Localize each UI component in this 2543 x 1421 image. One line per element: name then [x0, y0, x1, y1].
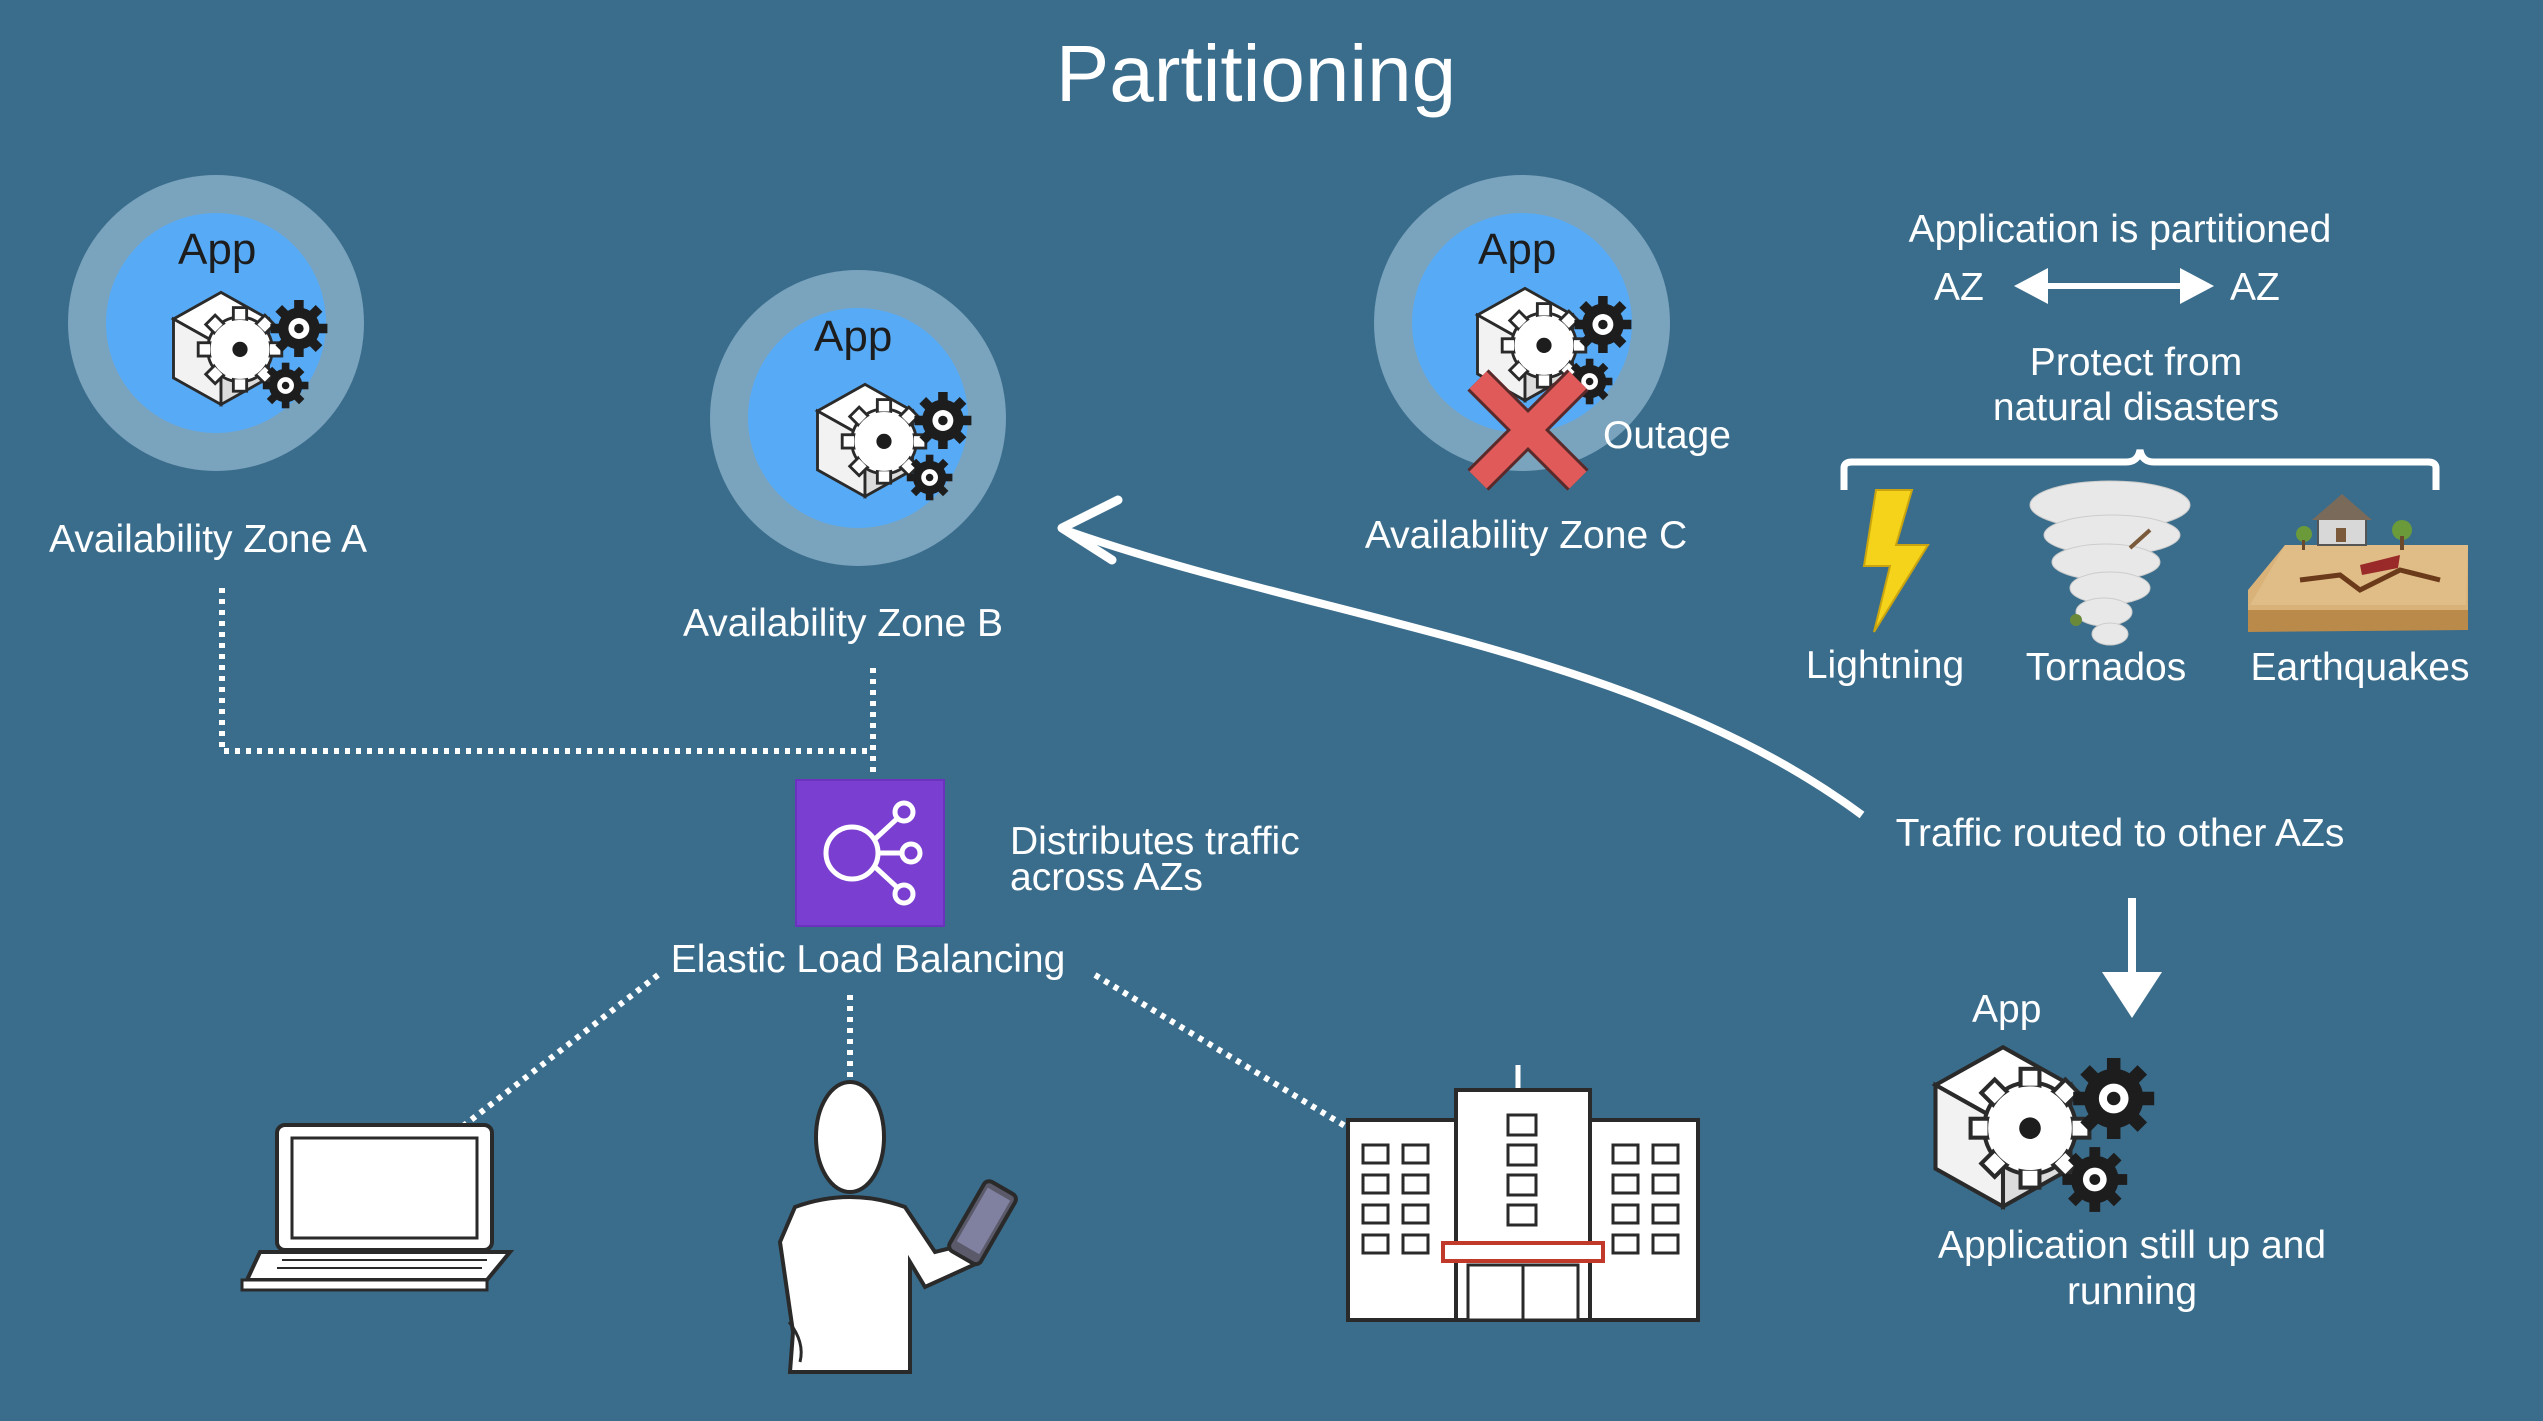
- zone-c-label: Availability Zone C: [1364, 514, 1688, 557]
- laptop-icon: [240, 1123, 515, 1292]
- result-line1: Application still up and: [1937, 1224, 2327, 1267]
- zone-connectors: [219, 588, 876, 778]
- zone-a-circle: [68, 175, 364, 471]
- disasters-brace: [1840, 449, 2440, 490]
- routing-label: Traffic routed to other AZs: [1895, 812, 2345, 855]
- tornado-icon: [2029, 480, 2191, 646]
- elastic-load-balancing-icon: [795, 779, 945, 927]
- failover-arrow: [1057, 495, 1865, 819]
- elb-label: Elastic Load Balancing: [670, 938, 1066, 981]
- recovered-app-icon: [1936, 1047, 2155, 1212]
- recovered-app-label: App: [1972, 988, 2042, 1031]
- protect-line1: Protect from: [2029, 341, 2243, 384]
- result-line2: running: [2066, 1270, 2198, 1313]
- az-right-label: AZ: [2230, 266, 2280, 309]
- zone-c-circle: [1374, 175, 1670, 491]
- slide-title: Partitioning: [1055, 29, 1457, 118]
- mobile-user-icon: [777, 1080, 1018, 1374]
- elb-description-line1: Distributes traffic: [1010, 820, 1300, 863]
- partitioned-heading: Application is partitioned: [1908, 208, 2332, 251]
- office-building-icon: [1346, 1065, 1700, 1322]
- zone-b-circle: [710, 270, 1006, 566]
- zone-c-app-label: App: [1478, 225, 1557, 274]
- down-arrow: [2102, 898, 2162, 1018]
- protect-line2: natural disasters: [1992, 386, 2280, 429]
- earthquake-icon: [2248, 494, 2468, 632]
- client-connectors: [456, 972, 1362, 1138]
- zone-b-label: Availability Zone B: [682, 602, 1004, 645]
- elb-description-line2: across AZs: [1010, 856, 1203, 899]
- zone-b-app-label: App: [814, 312, 893, 361]
- outage-label: Outage: [1603, 414, 1731, 457]
- az-double-arrow: [2014, 268, 2214, 304]
- zone-a-label: Availability Zone A: [49, 518, 367, 561]
- earthquakes-label: Earthquakes: [2250, 646, 2470, 689]
- zone-a-app-label: App: [178, 225, 257, 274]
- tornados-label: Tornados: [2025, 646, 2187, 689]
- lightning-icon: [1862, 489, 1930, 633]
- az-left-label: AZ: [1934, 266, 1984, 309]
- outage-x-icon: [1467, 369, 1589, 491]
- lightning-label: Lightning: [1805, 644, 1965, 687]
